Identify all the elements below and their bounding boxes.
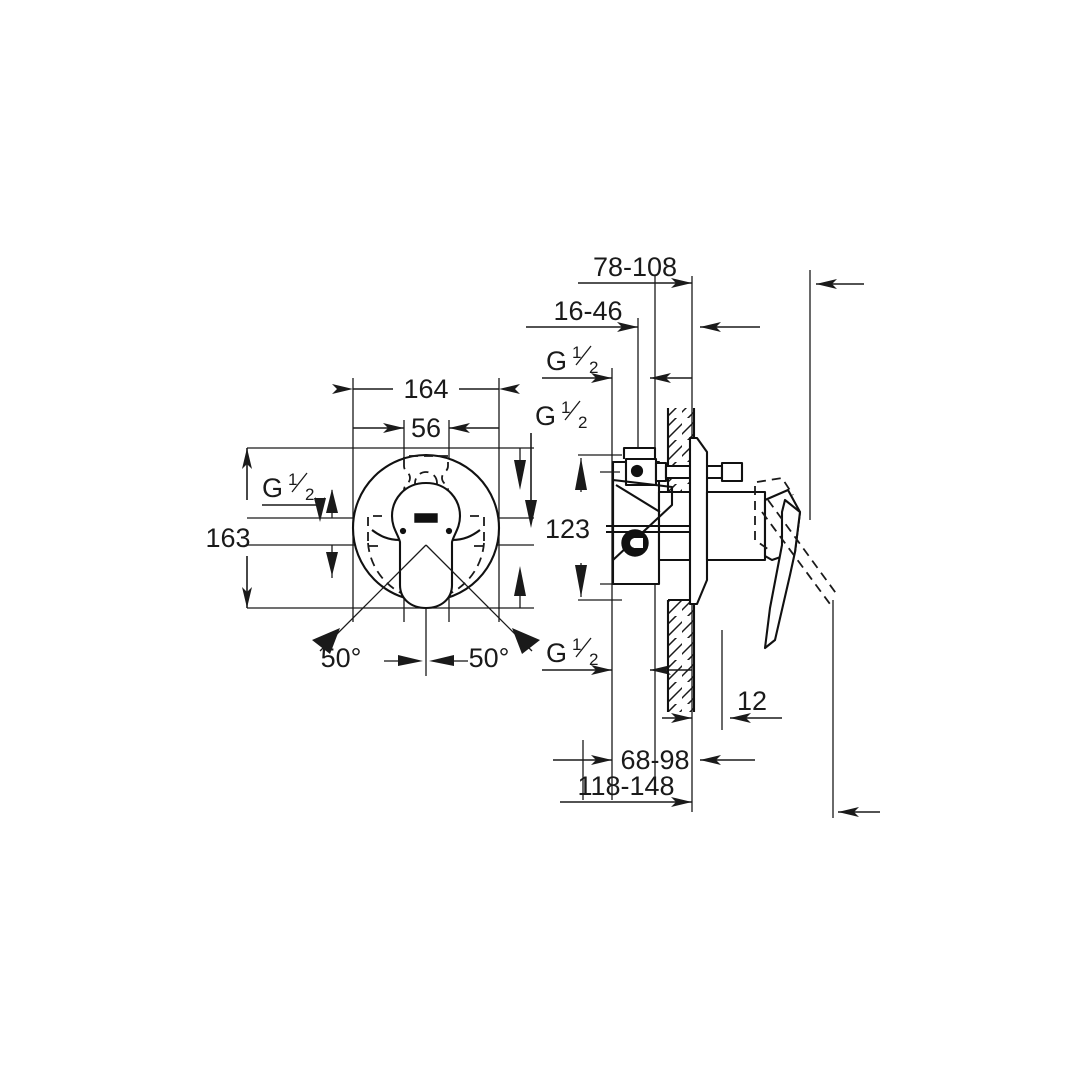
thread-upper-numerator: 1 [572, 343, 581, 362]
thread-middle-numerator: 1 [561, 398, 570, 417]
thread-callout-section-middle: G 1 2 [525, 398, 587, 528]
dimension-50-right-label: 50° [469, 643, 510, 673]
thread-lower-numerator: 1 [572, 635, 581, 654]
thread-front-left-g: G [262, 473, 283, 503]
thread-upper-denominator: 2 [589, 358, 598, 377]
dimension-118-148: 118-148 [560, 771, 692, 807]
dimension-123: 123 [545, 454, 622, 601]
section-centre-lines [600, 471, 620, 585]
side-section-view-group: 78-108 16-46 G 1 2 G 1 2 [525, 252, 880, 818]
dimension-16-46-label: 16-46 [553, 296, 622, 326]
dimension-56: 56 [353, 413, 499, 443]
lever-swing-guide [761, 499, 839, 605]
dimension-68-98-label: 68-98 [620, 745, 689, 775]
rough-in-body [606, 446, 744, 586]
dimension-163: 163 [205, 448, 252, 608]
dimension-50-left-label: 50° [321, 643, 362, 673]
dimension-163-label: 163 [205, 523, 250, 553]
dimension-123-label: 123 [545, 514, 590, 544]
dimension-12: 12 [662, 686, 782, 723]
thread-front-left-numerator: 1 [288, 470, 297, 489]
escutcheon-plate-side [688, 436, 709, 606]
dimension-78-108: 78-108 [578, 252, 692, 288]
front-right-height-arrows [514, 448, 526, 608]
dimension-angle-left: 50° [312, 544, 427, 673]
thread-upper-g: G [546, 346, 567, 376]
front-left-inner-height-arrows [326, 489, 338, 578]
angle-apex-arrows [384, 655, 468, 666]
handle-swing-depth-arrows [816, 279, 880, 817]
dimension-118-148-label: 118-148 [577, 771, 674, 801]
dimension-angle-right: 50° [425, 544, 540, 673]
dimension-56-label: 56 [411, 413, 441, 443]
thread-lower-denominator: 2 [589, 650, 598, 669]
lever-handle-side [705, 477, 802, 650]
thread-middle-g: G [535, 401, 556, 431]
thread-callout-front-left: G 1 2 [262, 470, 325, 518]
dimension-164-label: 164 [403, 374, 448, 404]
dimension-68-98: 68-98 [553, 745, 755, 775]
thread-lower-g: G [546, 638, 567, 668]
thread-front-left-arrowhead [314, 498, 326, 522]
dimension-164: 164 [332, 374, 520, 404]
dimension-12-label: 12 [737, 686, 767, 716]
front-view-group: 164 56 163 G 1 2 [205, 374, 540, 676]
dimension-16-46: 16-46 [526, 296, 760, 332]
thread-front-left-denominator: 2 [305, 485, 314, 504]
thread-callout-section-upper: G 1 2 [542, 343, 692, 383]
thread-middle-denominator: 2 [578, 413, 587, 432]
dimension-78-108-label: 78-108 [593, 252, 677, 282]
